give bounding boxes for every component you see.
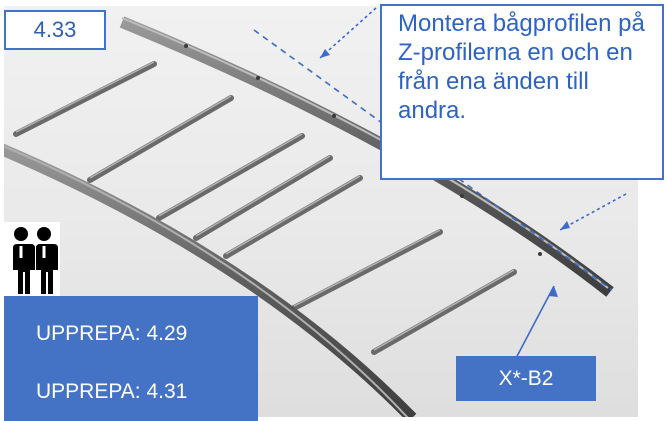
- z-profile-6: [291, 229, 443, 311]
- z-profile-7: [371, 269, 517, 355]
- installed-arch-profile: [4, 143, 417, 417]
- instruction-box: Montera bågprofilen på Z-profilerna en o…: [380, 4, 664, 180]
- part-label: X*-B2: [498, 366, 554, 390]
- z-profile-3: [156, 133, 305, 221]
- part-label-box: X*-B2: [456, 356, 596, 401]
- z-profile-4: [193, 155, 333, 241]
- z-profile-1: [13, 61, 157, 137]
- z-profile-5: [223, 175, 363, 259]
- step-number: 4.33: [33, 17, 77, 42]
- z-profiles: [13, 61, 517, 355]
- step-number-box: 4.33: [4, 10, 106, 50]
- repeat-line-2: UPPREPA: 4.31: [36, 380, 188, 403]
- two-persons-icon: [4, 222, 60, 296]
- instruction-text: Montera bågprofilen på Z-profilerna en o…: [398, 10, 645, 124]
- z-profile-2: [87, 95, 234, 183]
- repeat-box: UPPREPA: 4.29 UPPREPA: 4.31: [4, 296, 258, 421]
- profile-holes: [184, 44, 542, 256]
- repeat-line-1: UPPREPA: 4.29: [36, 322, 188, 345]
